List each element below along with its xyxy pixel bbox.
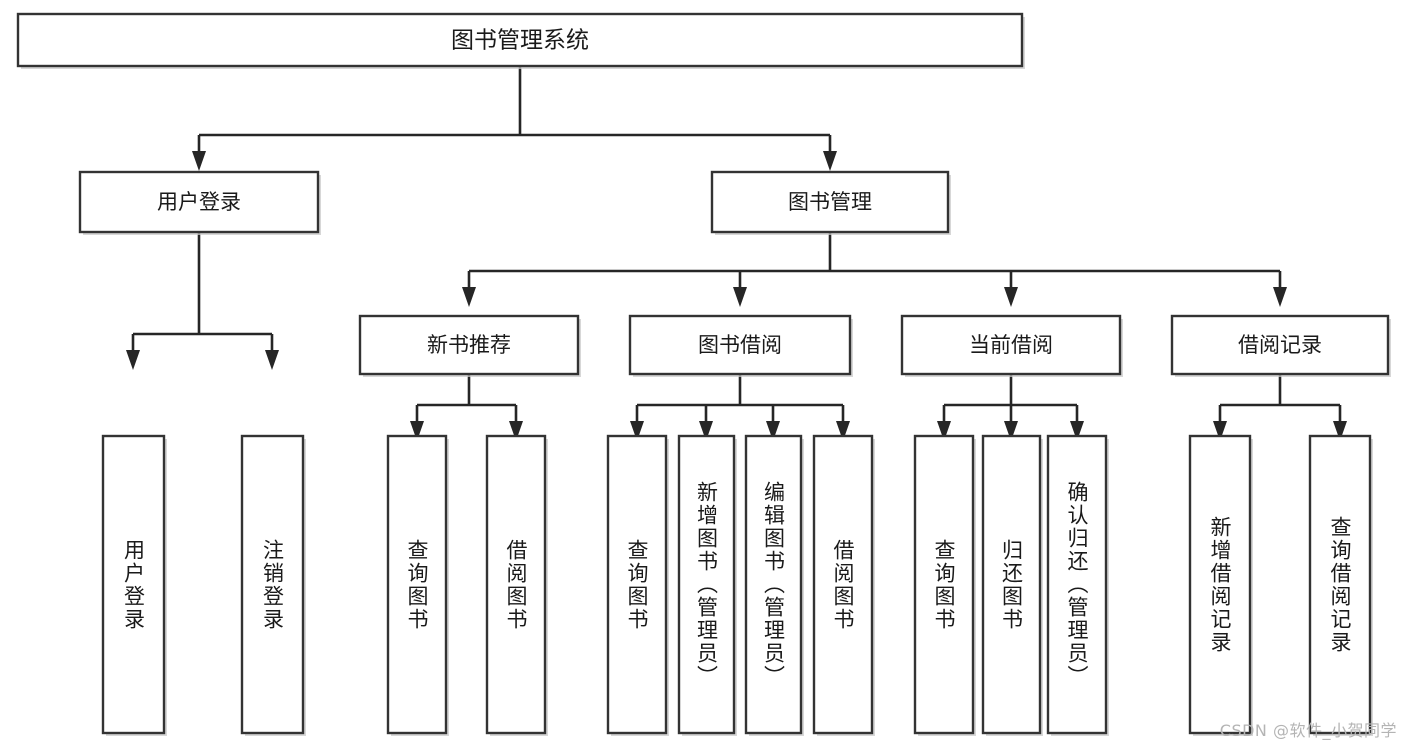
node-box-leaf-edit-book[interactable] [744,434,803,735]
node-box-user-login[interactable] [78,170,320,234]
node-box-leaf-confirm-return[interactable] [1046,434,1108,735]
node-box-leaf-logout[interactable] [240,434,305,735]
arrow-head-icon [1004,287,1018,307]
node-label-current-borrow: 当前借阅 [969,333,1053,357]
node-box-leaf-add-borrow-record[interactable] [1188,434,1252,735]
arrow-head-icon [126,350,140,370]
arrow-head-icon [937,421,951,441]
arrow-head-icon [823,151,837,171]
node-box-leaf-return-book[interactable] [981,434,1042,735]
node-label-borrow-records: 借阅记录 [1238,333,1322,357]
arrow-head-icon [265,350,279,370]
arrow-head-icon [509,421,523,441]
node-box-current-borrow[interactable] [900,314,1122,376]
arrow-head-icon [1273,287,1287,307]
connectors-layer [126,66,1347,441]
arrow-head-icon [1333,421,1347,441]
arrow-head-icon [192,151,206,171]
node-box-new-book-recommend[interactable] [358,314,580,376]
node-box-leaf-user-login[interactable] [101,434,166,735]
arrow-head-icon [1004,421,1018,441]
arrow-head-icon [836,421,850,441]
arrow-head-icon [462,287,476,307]
node-box-leaf-add-book[interactable] [677,434,736,735]
node-box-book-manage[interactable] [710,170,950,234]
node-label-book-manage: 图书管理 [788,190,872,214]
node-box-leaf-query-book-recommend[interactable] [386,434,448,735]
csdn-watermark: CSDN @软件_小贺同学 [1219,721,1397,740]
node-box-book-borrow[interactable] [628,314,852,376]
arrow-head-icon [410,421,424,441]
arrow-head-icon [766,421,780,441]
node-box-borrow-records[interactable] [1170,314,1390,376]
node-box-root[interactable] [16,12,1024,68]
boxes-layer [16,12,1391,736]
node-box-leaf-borrow-book[interactable] [812,434,874,735]
arrow-head-icon [1213,421,1227,441]
arrow-head-icon [1070,421,1084,441]
arrow-head-icon [699,421,713,441]
node-label-new-book-recommend: 新书推荐 [427,333,511,357]
arrow-head-icon [630,421,644,441]
node-label-book-borrow: 图书借阅 [698,333,782,357]
node-box-leaf-borrow-book-recommend[interactable] [485,434,547,735]
node-box-leaf-query-book-borrow[interactable] [606,434,668,735]
node-box-leaf-query-borrow-record[interactable] [1308,434,1372,735]
node-label-root: 图书管理系统 [451,28,589,54]
node-box-leaf-query-book-current[interactable] [913,434,975,735]
arrow-head-icon [733,287,747,307]
node-label-user-login: 用户登录 [157,190,241,214]
